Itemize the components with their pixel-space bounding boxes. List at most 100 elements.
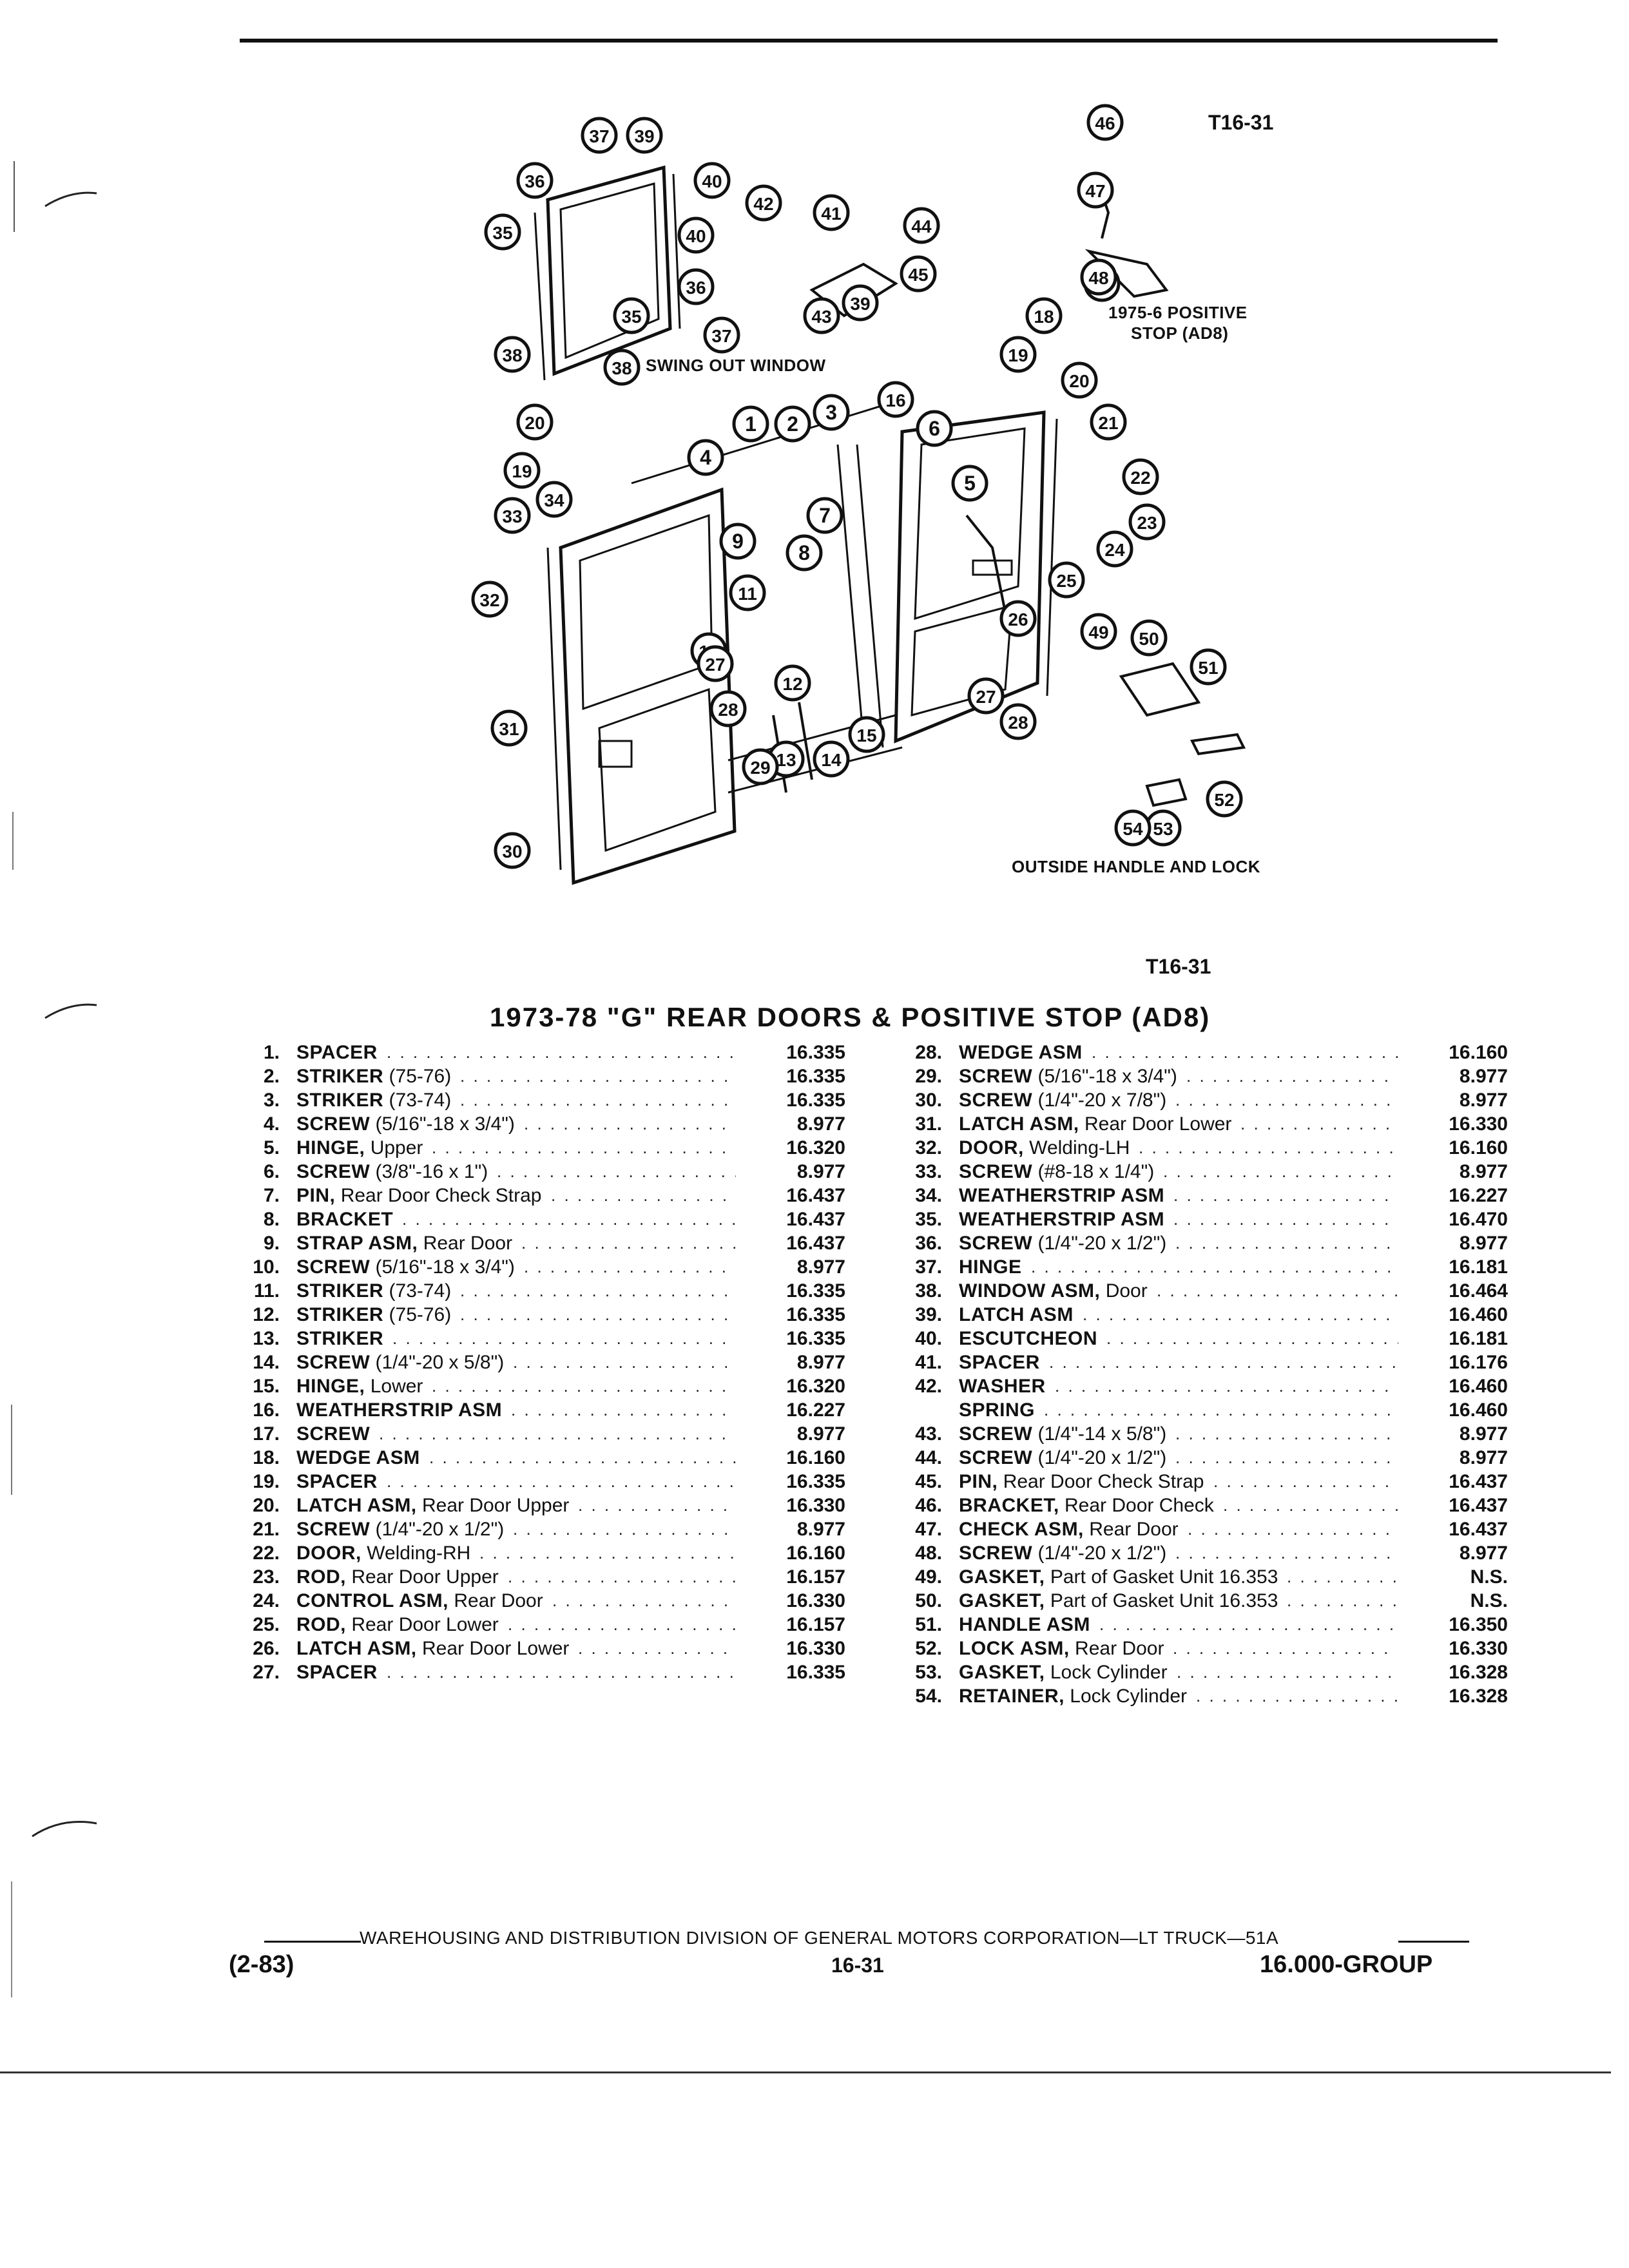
part-detail: (75-76) (383, 1304, 452, 1325)
part-number: 43. (915, 1423, 942, 1445)
part-description: WASHER (959, 1374, 1046, 1398)
part-detail: (1/4"-20 x 5/8") (370, 1352, 505, 1373)
part-description: STRIKER (75-76) (296, 1303, 451, 1327)
dot-leader: . . . . . . . . . . . . . . . . . . . . … (552, 1591, 736, 1610)
dot-leader: . . . . . . . . . . . . . . . . . . . . … (1173, 1639, 1398, 1658)
callout-label: 52 (1214, 790, 1234, 810)
part-group-number: 8.977 (1459, 1161, 1508, 1182)
part-number: 1. (263, 1042, 280, 1063)
callout-39: 39 (626, 117, 663, 154)
callout-label: 6 (929, 417, 940, 440)
callout-30: 30 (494, 832, 531, 869)
dot-leader: . . . . . . . . . . . . . . . . . . . . … (508, 1615, 736, 1634)
part-number: 2. (263, 1066, 280, 1087)
dot-leader: . . . . . . . . . . . . . . . . . . . . … (460, 1281, 736, 1300)
part-description: LATCH ASM (959, 1303, 1074, 1327)
callout-label: 47 (1085, 181, 1105, 201)
part-group-number: 16.328 (1449, 1686, 1508, 1707)
callout-35: 35 (484, 213, 521, 251)
callout-label: 15 (856, 726, 876, 745)
part-name: HANDLE ASM (959, 1614, 1090, 1635)
callout-label: 40 (702, 171, 722, 191)
part-number: 21. (253, 1519, 280, 1540)
dot-leader: . . . . . . . . . . . . . . . . . . . . … (524, 1114, 736, 1133)
callout-54: 54 (1114, 809, 1152, 847)
part-name: CONTROL ASM, (296, 1590, 448, 1611)
footer-page-number: 16-31 (831, 1954, 884, 1977)
part-name: SPACER (959, 1352, 1040, 1373)
callout-44: 44 (903, 207, 940, 244)
dot-leader: . . . . . . . . . . . . . . . . . . . . … (1163, 1162, 1398, 1181)
part-number: 30. (915, 1090, 942, 1111)
part-description: LATCH ASM, Rear Door Lower (959, 1112, 1231, 1136)
part-number: 18. (253, 1447, 280, 1468)
part-name: GASKET, (959, 1590, 1045, 1611)
part-detail: Rear Door (1069, 1638, 1164, 1659)
callout-20: 20 (516, 403, 554, 441)
callout-33: 33 (494, 497, 531, 534)
part-name: GASKET, (959, 1662, 1045, 1683)
callout-label: 48 (1088, 268, 1108, 288)
callout-label: 23 (1137, 513, 1157, 533)
callout-label: 28 (718, 700, 738, 720)
footer-date: (2-83) (229, 1951, 294, 1978)
part-detail: Rear Door (1083, 1519, 1179, 1540)
part-name: HINGE, (296, 1376, 365, 1397)
part-group-number: 16.350 (1449, 1614, 1508, 1635)
callout-11: 11 (729, 574, 766, 611)
part-group-number: N.S. (1470, 1566, 1508, 1588)
part-description: SPACER (296, 1041, 378, 1064)
part-number: 39. (915, 1304, 942, 1325)
swing-out-window-caption: SWING OUT WINDOW (646, 356, 826, 375)
parts-list-left: 1. SPACER 16.335 . . . . . . . . . . . . . … (240, 1041, 845, 1684)
dot-leader: . . . . . . . . . . . . . . . . . . . . … (1177, 1662, 1398, 1682)
part-group-number: 16.437 (1449, 1519, 1508, 1540)
callout-label: 38 (502, 345, 522, 365)
callout-label: 27 (976, 687, 996, 707)
callout-label: 22 (1130, 468, 1150, 488)
dot-leader: . . . . . . . . . . . . . . . . . . . . … (387, 1662, 736, 1682)
part-description: SCREW (1/4"-20 x 1/2") (296, 1517, 504, 1541)
callout-label: 35 (621, 307, 641, 327)
part-name: SCREW (296, 1423, 371, 1445)
callout-38: 38 (603, 349, 641, 386)
part-group-number: 8.977 (1459, 1542, 1508, 1564)
dot-leader: . . . . . . . . . . . . . . . . . . . . … (578, 1495, 736, 1515)
part-group-number: 16.160 (1449, 1042, 1508, 1063)
callout-label: 24 (1104, 540, 1125, 560)
callout-label: 19 (512, 461, 532, 481)
callout-label: 54 (1123, 819, 1143, 839)
part-name: SCREW (959, 1066, 1033, 1087)
exploded-diagram: 1234567891011121314151617181920201921222… (451, 97, 1321, 908)
part-row: 4.SCREW (5/16"-18 x 3/4")8.977. . . . . … (240, 1112, 845, 1136)
part-description: SCREW (5/16"-18 x 3/4") (296, 1255, 515, 1279)
callout-49: 49 (1080, 613, 1117, 650)
part-row: 6.SCREW (3/8"-16 x 1")8.977. . . . . . .… (240, 1160, 845, 1184)
part-description: ESCUTCHEON (959, 1327, 1097, 1350)
callout-14: 14 (813, 740, 850, 778)
part-group-number: 8.977 (1459, 1090, 1508, 1111)
callout-38: 38 (494, 336, 531, 373)
part-name: WEATHERSTRIP ASM (959, 1209, 1165, 1230)
part-description: STRIKER (75-76) (296, 1064, 451, 1088)
dot-leader: . . . . . . . . . . . . . . . . . . . . … (511, 1400, 736, 1419)
dot-leader: . . . . . . . . . . . . . . . . . . . . … (392, 1329, 736, 1348)
callout-9: 9 (719, 523, 757, 560)
part-group-number: 16.335 (786, 1066, 845, 1087)
dot-leader: . . . . . . . . . . . . . . . . . . . . … (1092, 1043, 1398, 1062)
dot-leader: . . . . . . . . . . . . . . . . . . . . … (387, 1472, 736, 1491)
callout-32: 32 (471, 581, 508, 618)
part-number: 5. (263, 1137, 280, 1158)
part-detail: Lock Cylinder (1064, 1686, 1188, 1707)
part-group-number: 8.977 (1459, 1423, 1508, 1445)
part-number: 8. (263, 1209, 280, 1230)
part-group-number: 16.328 (1449, 1662, 1508, 1683)
callout-label: 1 (745, 412, 757, 436)
part-number: 22. (253, 1542, 280, 1564)
part-number: 50. (915, 1590, 942, 1611)
part-group-number: 16.160 (786, 1542, 845, 1564)
callout-label: 8 (798, 541, 810, 564)
